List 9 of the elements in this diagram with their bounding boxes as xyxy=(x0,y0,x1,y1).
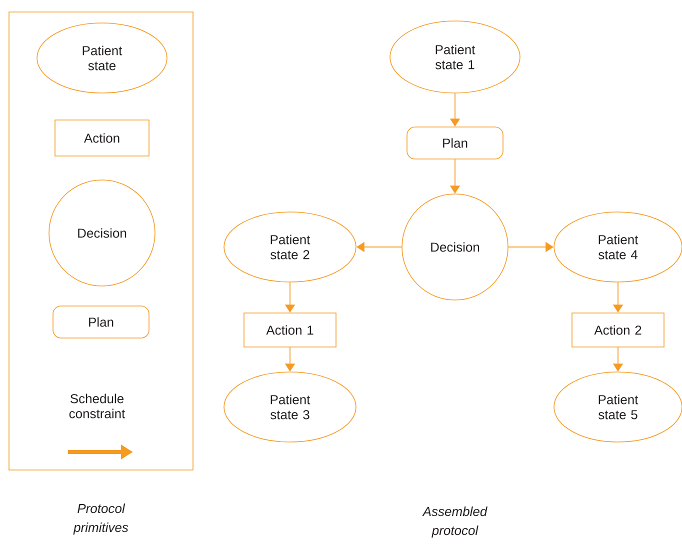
plan-box: Plan xyxy=(52,306,150,338)
action-box: Action 2 xyxy=(572,312,664,348)
action-box: Action xyxy=(54,120,150,156)
legend-text: Schedule constraint xyxy=(69,394,126,418)
panel-caption: Protocol primitives xyxy=(73,504,128,535)
panel-caption: Assembled protocol xyxy=(422,506,488,538)
plan-box: Plan xyxy=(406,126,504,160)
action-box: Action 1 xyxy=(244,312,336,348)
primitives-panel xyxy=(8,12,194,470)
